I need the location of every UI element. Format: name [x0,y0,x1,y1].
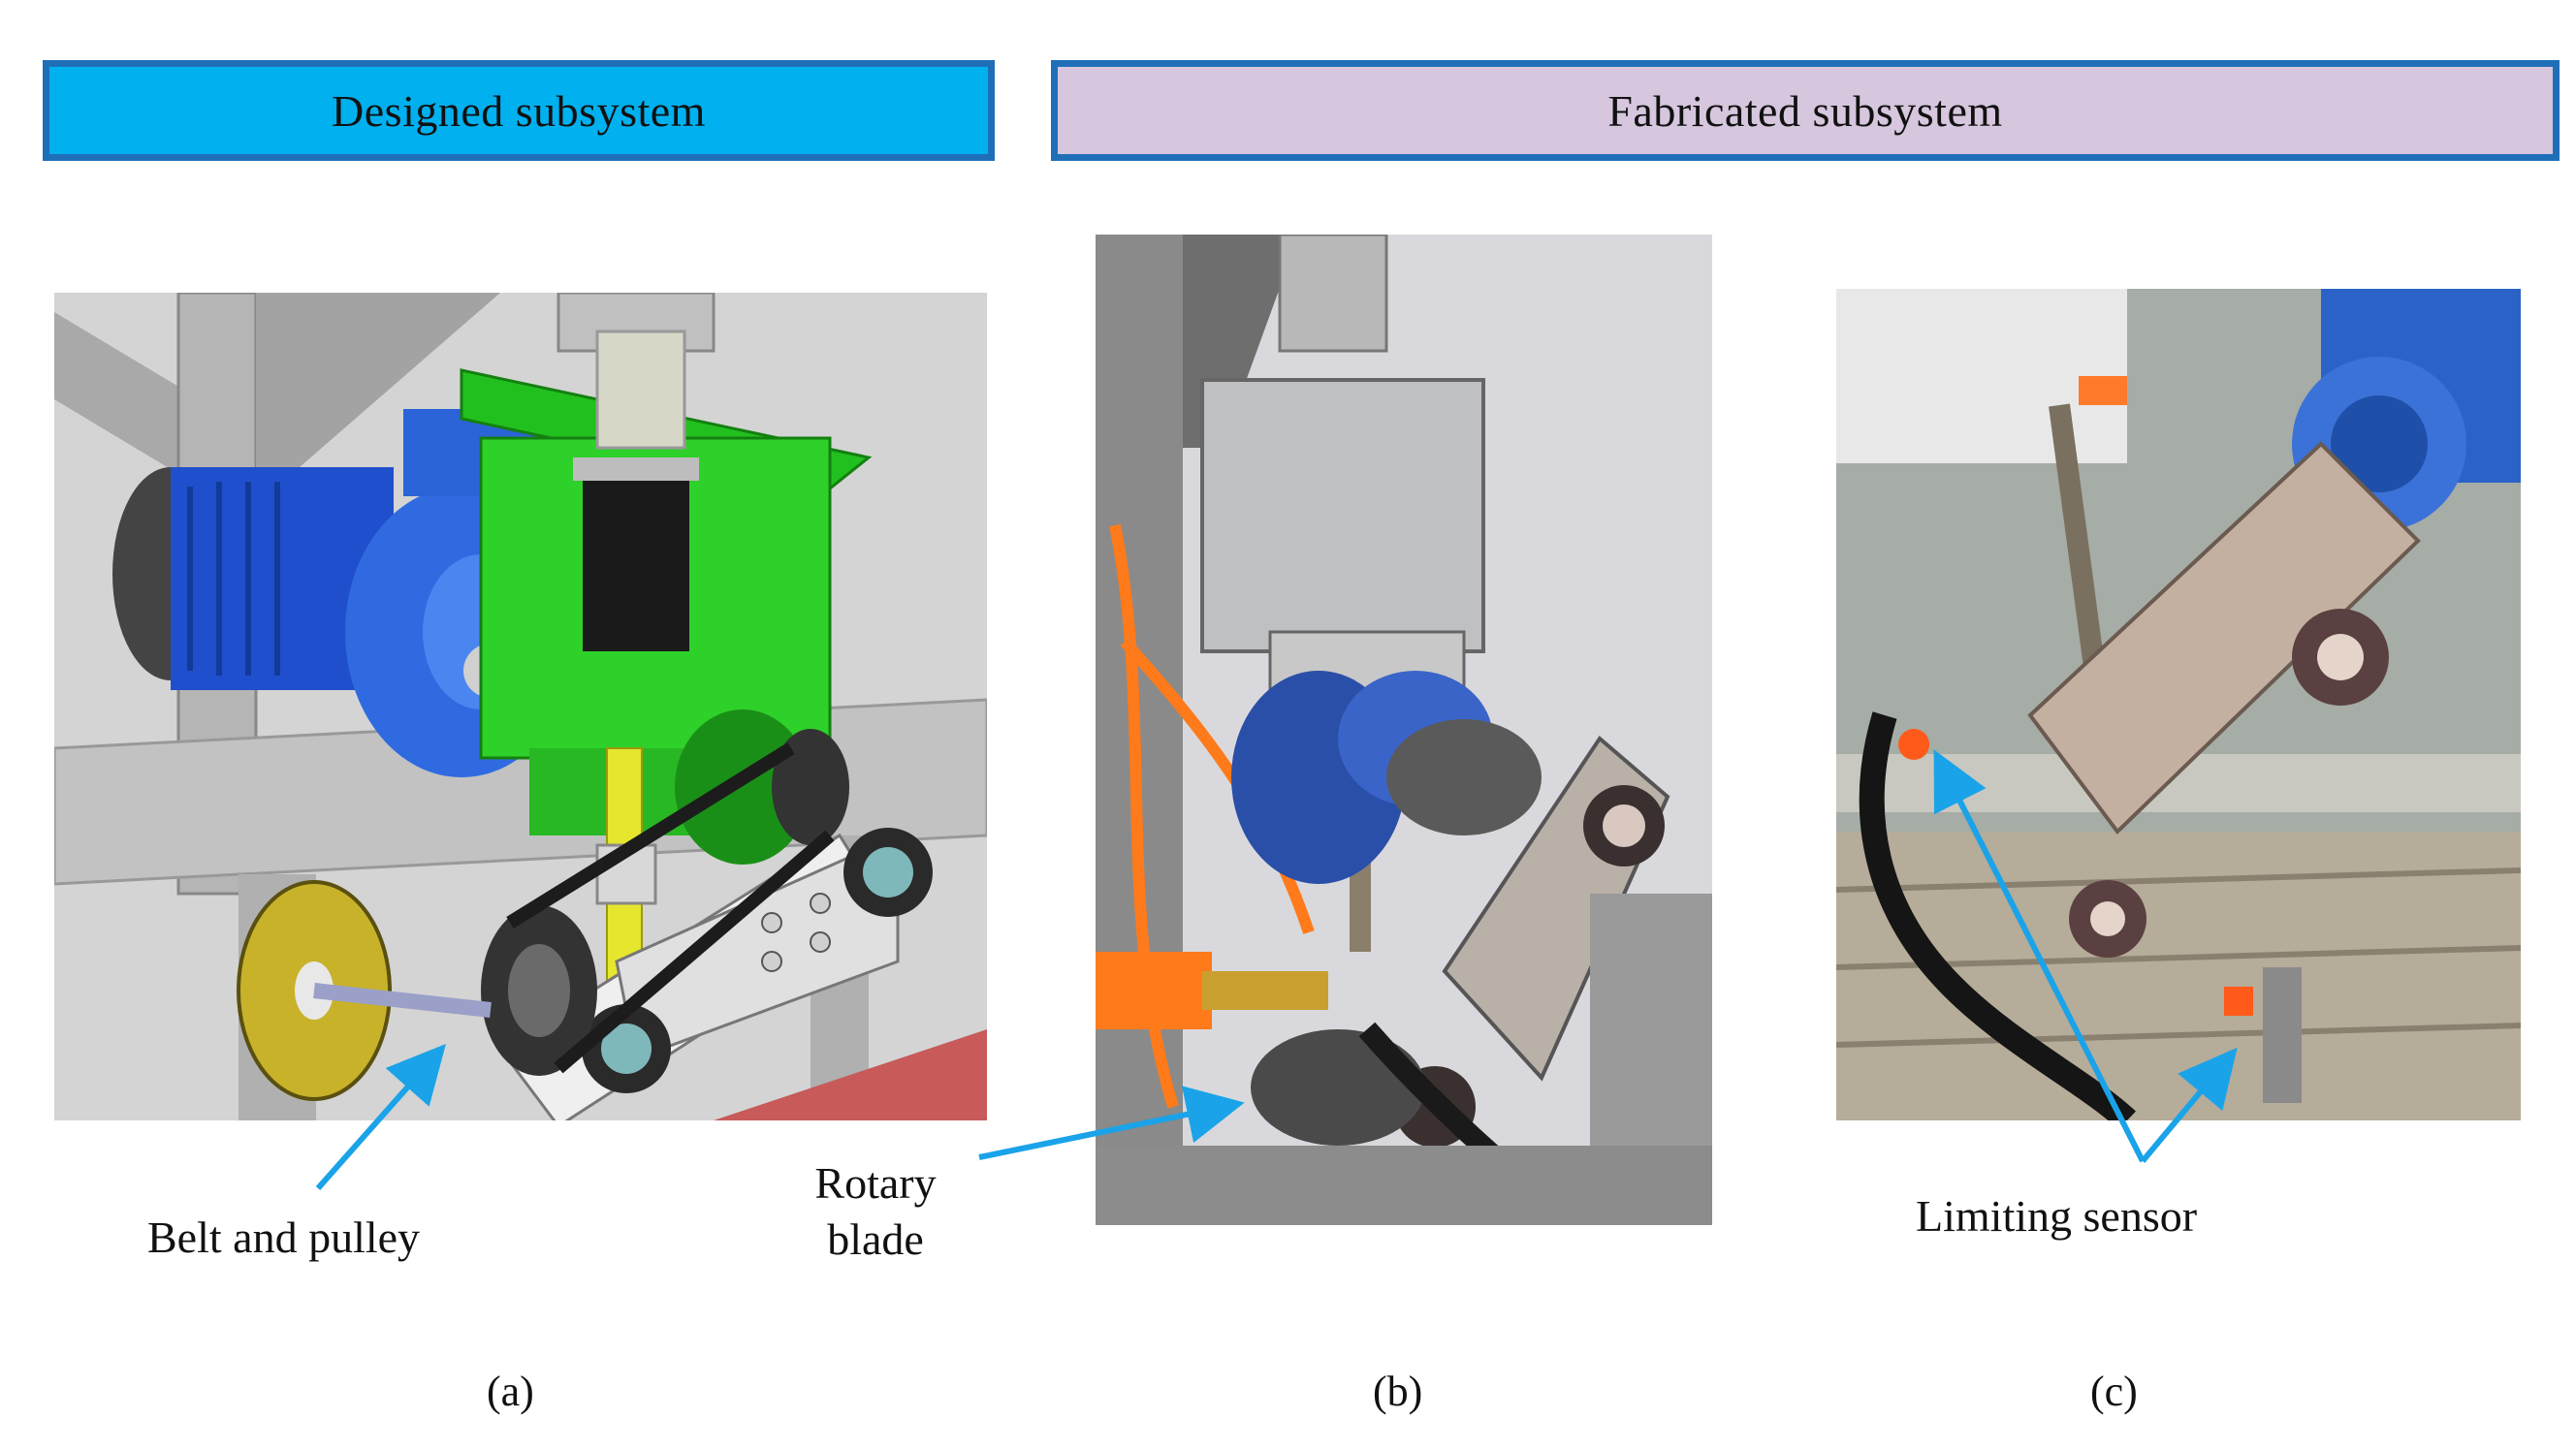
cad-model-image [54,293,987,1120]
rotary-blade-label: Rotary blade [793,1155,958,1267]
limiting-sensor-label: Limiting sensor [1916,1191,2198,1241]
fabricated-subsystem-header: Fabricated subsystem [1051,60,2560,161]
caption-b: (b) [1373,1368,1423,1415]
fabricated-photo-top [1836,289,2521,1120]
belt-and-pulley-label: Belt and pulley [147,1213,421,1262]
fabricated-subsystem-title: Fabricated subsystem [1607,85,2003,136]
caption-c: (c) [2090,1368,2138,1415]
designed-subsystem-title: Designed subsystem [332,85,706,136]
caption-a: (a) [487,1368,534,1415]
rotary-blade-label-line2: blade [827,1213,924,1264]
rotary-blade-label-line1: Rotary [814,1158,937,1208]
fabricated-photo-front [1096,235,1712,1225]
designed-subsystem-header: Designed subsystem [43,60,995,161]
